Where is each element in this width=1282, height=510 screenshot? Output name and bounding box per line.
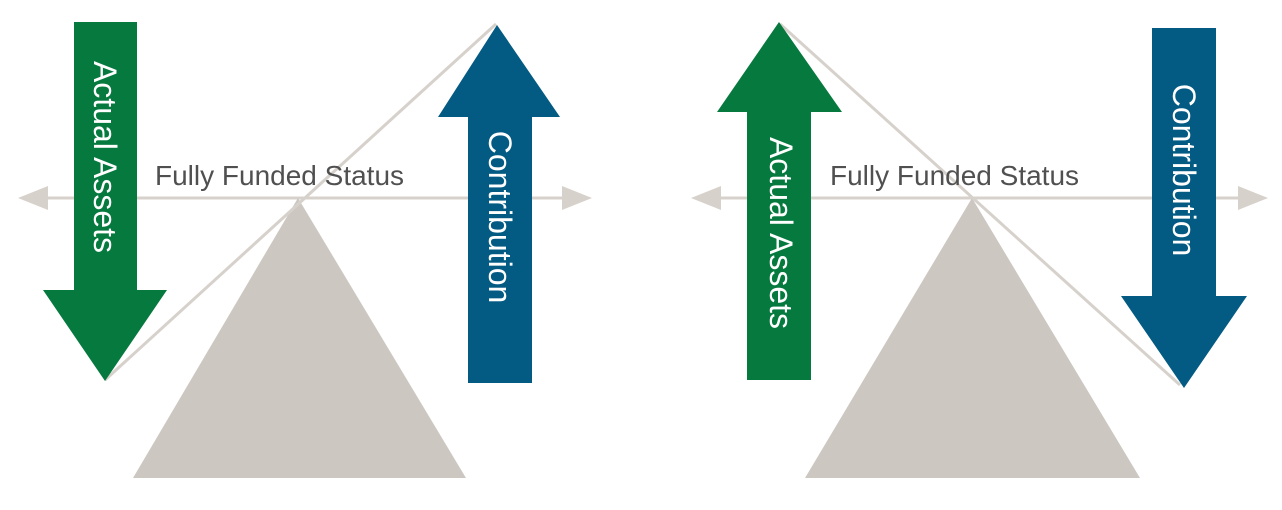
tilted-beam-left xyxy=(103,22,498,382)
center-label: Fully Funded Status xyxy=(155,160,404,191)
level-right-arrowhead-icon xyxy=(1238,186,1268,210)
fulcrum-triangle xyxy=(133,198,466,478)
level-left-arrowhead-icon xyxy=(18,186,48,210)
level-right-arrowhead-icon xyxy=(562,186,592,210)
arrow-down-icon xyxy=(1121,28,1247,388)
arrow-up-icon xyxy=(717,22,842,380)
contribution-arrow: Contribution xyxy=(1121,28,1247,388)
center-label: Fully Funded Status xyxy=(830,160,1079,191)
actual-assets-arrow: Actual Assets xyxy=(43,22,167,381)
contribution-label: Contribution xyxy=(1166,84,1202,257)
actual-assets-arrow: Actual Assets xyxy=(717,22,842,380)
arrow-up-icon xyxy=(438,25,560,383)
panel-left: Fully Funded Status Actual Assets Contri… xyxy=(18,22,592,478)
contribution-label: Contribution xyxy=(482,131,518,304)
actual-assets-label: Actual Assets xyxy=(87,61,123,253)
actual-assets-label: Actual Assets xyxy=(763,137,799,329)
arrow-down-icon xyxy=(43,22,167,381)
panel-right: Fully Funded Status Actual Assets Contri… xyxy=(691,22,1268,478)
level-left-arrowhead-icon xyxy=(691,186,721,210)
fulcrum-triangle xyxy=(805,198,1140,478)
tilted-beam-right xyxy=(778,22,1182,387)
contribution-arrow: Contribution xyxy=(438,25,560,383)
